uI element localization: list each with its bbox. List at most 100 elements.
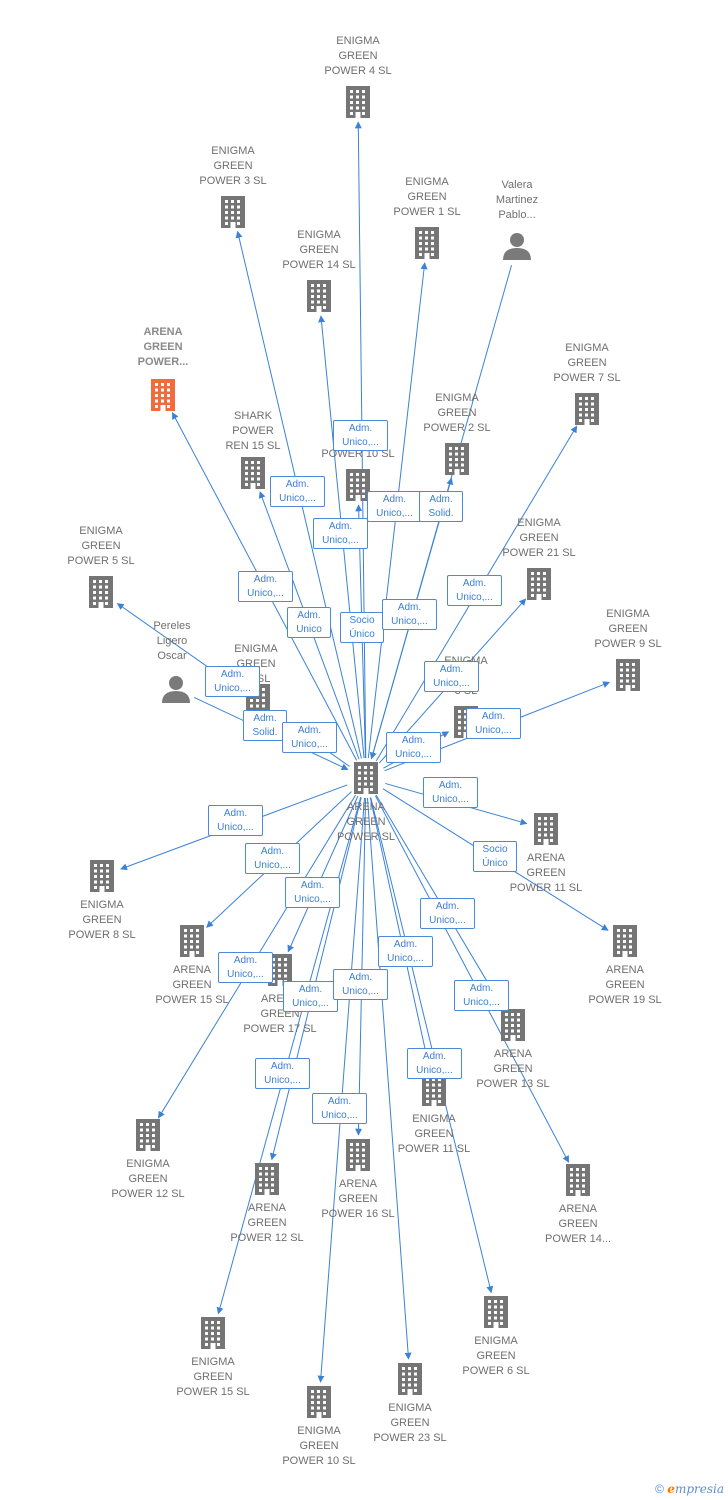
node-label-n4[interactable]: Valera Martinez Pablo...: [495, 179, 539, 221]
role-box[interactable]: Adm. Unico,...: [283, 981, 338, 1012]
node-label-n30[interactable]: ENIGMA GREEN POWER 23 SL: [373, 1402, 447, 1444]
building-icon[interactable]: [398, 1363, 422, 1395]
building-icon[interactable]: [501, 1009, 525, 1041]
building-icon[interactable]: [241, 457, 265, 489]
role-box[interactable]: Adm. Unico,...: [255, 1058, 310, 1089]
building-icon[interactable]: [613, 925, 637, 957]
node-label-n27[interactable]: ARENA GREEN POWER 14...: [544, 1203, 612, 1245]
node-label-n11[interactable]: ENIGMA GREEN POWER 21 SL: [502, 517, 576, 559]
node-label-n13[interactable]: ENIGMA GREEN POWER 9 SL: [594, 608, 662, 650]
role-box[interactable]: Adm. Unico,...: [270, 476, 325, 507]
node-label-n29[interactable]: ENIGMA GREEN POWER 15 SL: [176, 1356, 250, 1398]
node-label-n21[interactable]: ARENA GREEN POWER 19 SL: [588, 964, 662, 1006]
node-label-n3[interactable]: ENIGMA GREEN POWER 1 SL: [393, 176, 461, 218]
role-box[interactable]: Adm. Unico,...: [333, 420, 388, 451]
node-label-n22[interactable]: ARENA GREEN POWER 13 SL: [476, 1048, 550, 1090]
building-icon[interactable]: [255, 1163, 279, 1195]
node-label-n10[interactable]: ENIGMA GREEN POWER 2 SL: [423, 392, 491, 434]
role-box[interactable]: Adm. Unico: [287, 607, 331, 638]
node-label-n6[interactable]: ARENA GREEN POWER...: [137, 326, 189, 368]
building-icon[interactable]: [346, 86, 370, 118]
role-box[interactable]: Adm. Unico,...: [424, 661, 479, 692]
edge-center-n24: [369, 797, 432, 1072]
edge-center-n30: [366, 797, 412, 1360]
role-box[interactable]: Adm. Unico,...: [447, 575, 502, 606]
role-box[interactable]: Adm. Unico,...: [312, 1093, 367, 1124]
building-icon[interactable]: [136, 1119, 160, 1151]
role-box[interactable]: Adm. Unico,...: [367, 491, 422, 522]
node-label-n2[interactable]: ENIGMA GREEN POWER 3 SL: [199, 145, 267, 187]
role-box[interactable]: Adm. Unico,...: [313, 518, 368, 549]
node-label-n28[interactable]: ENIGMA GREEN POWER 6 SL: [462, 1335, 530, 1377]
role-box[interactable]: Socio Único: [473, 841, 517, 872]
building-icon[interactable]: [415, 227, 439, 259]
role-box[interactable]: Adm. Solid.: [243, 710, 287, 741]
building-icon[interactable]: [484, 1296, 508, 1328]
node-label-n7[interactable]: ENIGMA GREEN POWER 7 SL: [553, 342, 621, 384]
building-icon[interactable]: [90, 860, 114, 892]
node-label-n26[interactable]: ARENA GREEN POWER 12 SL: [230, 1202, 304, 1244]
building-icon[interactable]: [616, 659, 640, 691]
role-box[interactable]: Adm. Unico,...: [282, 722, 337, 753]
edge-center-n20: [287, 796, 359, 953]
building-icon[interactable]: [307, 1386, 331, 1418]
building-icon[interactable]: [422, 1074, 446, 1106]
role-box[interactable]: Adm. Solid.: [419, 491, 463, 522]
empresia-logo: empresia: [667, 1482, 724, 1496]
building-icon[interactable]: [346, 1139, 370, 1171]
person-icon[interactable]: [162, 676, 190, 703]
role-box[interactable]: Adm. Unico,...: [245, 843, 300, 874]
node-label-n12[interactable]: ENIGMA GREEN POWER 5 SL: [67, 525, 135, 567]
edge-center-n31: [317, 797, 365, 1383]
role-box[interactable]: Adm. Unico,...: [218, 952, 273, 983]
role-box[interactable]: Socio Único: [340, 612, 384, 643]
building-icon[interactable]: [534, 813, 558, 845]
node-label-n17[interactable]: ENIGMA GREEN POWER 8 SL: [68, 899, 136, 941]
role-box[interactable]: Adm. Unico,...: [208, 805, 263, 836]
building-icon[interactable]: [307, 280, 331, 312]
node-label-n1[interactable]: ENIGMA GREEN POWER 4 SL: [324, 35, 392, 77]
building-icon[interactable]: [268, 954, 292, 986]
role-box[interactable]: Adm. Unico,...: [386, 732, 441, 763]
role-box[interactable]: Adm. Unico,...: [423, 777, 478, 808]
building-icon[interactable]: [354, 762, 378, 794]
node-label-n23[interactable]: ENIGMA GREEN POWER 12 SL: [111, 1158, 185, 1200]
empresia-footer[interactable]: © empresia: [655, 1482, 724, 1496]
node-label-n8[interactable]: SHARK POWER REN 15 SL: [225, 410, 281, 452]
role-box[interactable]: Adm. Unico,...: [382, 599, 437, 630]
node-label-n31[interactable]: ENIGMA GREEN POWER 10 SL: [282, 1425, 356, 1467]
center-company-label[interactable]: ARENA GREEN POWER SL: [336, 801, 396, 843]
role-box[interactable]: Adm. Unico,...: [420, 898, 475, 929]
building-icon[interactable]: [575, 393, 599, 425]
edge-center-n27: [374, 795, 570, 1163]
node-label-n24[interactable]: ENIGMA GREEN POWER 11 SL: [397, 1113, 471, 1155]
role-box[interactable]: Adm. Unico,...: [333, 969, 388, 1000]
role-box[interactable]: Adm. Unico,...: [407, 1048, 462, 1079]
role-box[interactable]: Adm. Unico,...: [454, 980, 509, 1011]
node-label-n5[interactable]: ENIGMA GREEN POWER 14 SL: [282, 229, 356, 271]
role-box[interactable]: Adm. Unico,...: [466, 708, 521, 739]
building-icon[interactable]: [527, 568, 551, 600]
building-icon[interactable]: [221, 196, 245, 228]
edge-center-n26: [269, 797, 362, 1161]
role-box[interactable]: Adm. Unico,...: [205, 666, 260, 697]
edge-center-n28: [370, 797, 494, 1294]
node-label-n25[interactable]: ARENA GREEN POWER 16 SL: [321, 1178, 395, 1220]
building-icon[interactable]: [201, 1317, 225, 1349]
role-box[interactable]: Adm. Unico,...: [378, 936, 433, 967]
building-icon[interactable]: [151, 379, 175, 411]
role-box[interactable]: Adm. Unico,...: [238, 571, 293, 602]
role-box[interactable]: Adm. Unico,...: [285, 877, 340, 908]
building-icon[interactable]: [445, 443, 469, 475]
node-label-n19[interactable]: ARENA GREEN POWER 15 SL: [155, 964, 229, 1006]
node-label-n18[interactable]: ARENA GREEN POWER 11 SL: [509, 852, 583, 894]
building-icon[interactable]: [566, 1164, 590, 1196]
node-label-n9[interactable]: POWER 10 SL: [321, 448, 395, 460]
person-icon[interactable]: [503, 233, 531, 260]
building-icon[interactable]: [180, 925, 204, 957]
building-icon[interactable]: [346, 469, 370, 501]
node-label-n14[interactable]: Pereles Ligero Oscar: [153, 620, 191, 662]
copyright-symbol: ©: [655, 1482, 664, 1496]
building-icon[interactable]: [89, 576, 113, 608]
